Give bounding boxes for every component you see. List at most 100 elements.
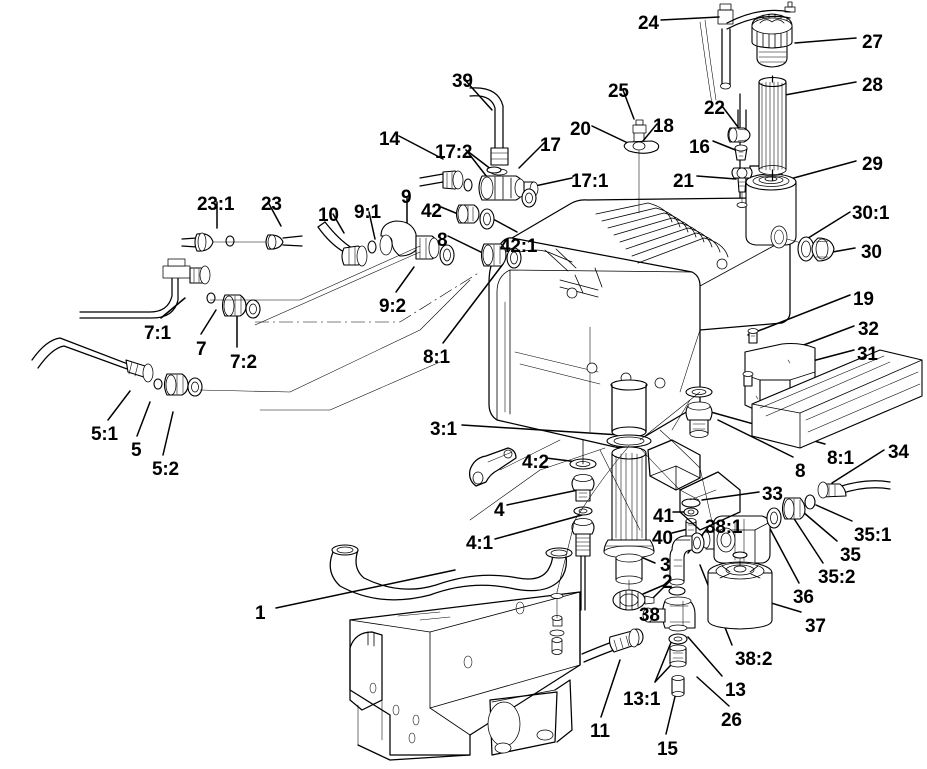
part-17-2-oring-b <box>486 166 502 174</box>
callout-label-17-2: 17:2 <box>435 142 473 163</box>
callout-label-1: 1 <box>255 603 266 624</box>
assembly-alignment-lines <box>469 329 701 593</box>
callout-label-4: 4 <box>494 500 505 521</box>
part-32-bracket <box>742 328 923 449</box>
callout-label-9: 9 <box>401 187 412 208</box>
callout-label-16: 16 <box>689 137 710 158</box>
hose-7-group <box>79 258 261 319</box>
callout-label-19: 19 <box>853 289 874 310</box>
callout-label-8: 8 <box>795 461 806 482</box>
part-5-fitting <box>163 373 189 396</box>
part-23-1-washer <box>225 235 235 247</box>
callout-label-38-1: 38:1 <box>705 517 743 538</box>
callout-label-3-1: 3:1 <box>430 419 457 440</box>
part-19-bolt <box>747 328 759 344</box>
callout-label-7: 7 <box>196 339 207 360</box>
part-14-hose-end <box>419 170 464 190</box>
callout-label-29: 29 <box>862 154 883 175</box>
part-39-tube <box>469 87 509 166</box>
callout-label-9-1: 9:1 <box>354 202 381 223</box>
callout-label-36: 36 <box>793 587 814 608</box>
part-10-hose <box>317 221 368 267</box>
part-38-elbow <box>669 535 693 586</box>
callout-label-9-2: 9:2 <box>379 296 406 317</box>
part-7-1-washer <box>206 292 216 304</box>
callout-label-13: 13 <box>725 680 746 701</box>
part-2-clamp <box>612 589 655 611</box>
callout-label-15: 15 <box>657 739 678 760</box>
callout-label-35-1: 35:1 <box>854 525 892 546</box>
part-37-oil-filter <box>707 554 773 630</box>
callout-label-23-1: 23:1 <box>197 194 235 215</box>
part-16-fitting <box>734 144 748 161</box>
callout-label-34: 34 <box>888 442 909 463</box>
part-36-filter-head <box>689 515 771 564</box>
callout-label-14: 14 <box>379 129 400 150</box>
part-38-2-oring <box>668 586 686 596</box>
callout-label-24: 24 <box>638 13 659 34</box>
part-23-fitting <box>181 232 303 252</box>
callout-label-28: 28 <box>862 75 883 96</box>
part-4-column <box>569 439 597 611</box>
callout-label-27: 27 <box>862 32 883 53</box>
callout-label-3: 3 <box>660 555 671 576</box>
part-33-washer <box>732 551 748 559</box>
callout-label-8-1: 8:1 <box>423 347 450 368</box>
hose-5-group <box>31 337 203 397</box>
callout-label-38-2: 38:2 <box>735 649 773 670</box>
callout-label-38: 38 <box>639 605 660 626</box>
callout-label-5-1: 5:1 <box>91 424 118 445</box>
part-17-tee-fitting <box>478 168 539 208</box>
part-17-2-oring <box>463 178 473 192</box>
callout-label-26: 26 <box>721 710 742 731</box>
callout-label-4-1: 4:1 <box>466 533 493 554</box>
callout-label-40: 40 <box>652 528 673 549</box>
part-35-1-oring <box>804 494 816 510</box>
callout-label-10: 10 <box>318 205 339 226</box>
callout-label-35-2: 35:2 <box>818 567 856 588</box>
callout-label-20: 20 <box>570 119 591 140</box>
callout-label-39: 39 <box>452 71 473 92</box>
part-1-chassis-frame <box>329 544 581 761</box>
callout-label-11: 11 <box>590 721 610 742</box>
part-8-fitting-upper <box>480 243 522 269</box>
callout-label-2: 2 <box>662 572 673 593</box>
callout-label-8: 8 <box>437 230 448 251</box>
callout-label-7-2: 7:2 <box>230 352 257 373</box>
phantom-construction-lines <box>199 245 481 411</box>
part-5-1-washer <box>153 378 163 390</box>
callout-label-8-1: 8:1 <box>827 448 854 469</box>
part-41-washer <box>681 498 701 517</box>
part-30-sight-plug <box>770 225 835 262</box>
tank-filler-riser <box>699 1 797 246</box>
part-21-valve <box>731 167 753 208</box>
callout-label-7-1: 7:1 <box>144 323 171 344</box>
part-24-breather-hose <box>717 1 796 90</box>
part-28-filter-element <box>758 75 787 181</box>
part-18-sender-plate <box>623 119 660 214</box>
part-34-hose <box>817 480 891 499</box>
callout-label-5: 5 <box>131 440 142 461</box>
callout-label-42: 42 <box>421 201 442 222</box>
callout-label-17-1: 17:1 <box>571 171 609 192</box>
callout-label-5-2: 5:2 <box>152 459 179 480</box>
callout-label-23: 23 <box>261 194 282 215</box>
callout-label-33: 33 <box>762 484 783 505</box>
callout-label-30: 30 <box>861 242 882 263</box>
part-7-fitting <box>221 294 247 317</box>
callout-label-18: 18 <box>653 116 674 137</box>
callout-label-42-1: 42:1 <box>500 236 538 257</box>
part-27-filler-cap <box>751 13 793 68</box>
part-8-fitting-lower <box>685 386 713 438</box>
callout-label-13-1: 13:1 <box>623 689 661 710</box>
callout-label-41: 41 <box>653 506 674 527</box>
part-35-fitting <box>781 497 806 520</box>
callout-label-4-2: 4:2 <box>522 452 549 473</box>
callout-label-25: 25 <box>608 81 629 102</box>
callout-label-17: 17 <box>540 135 561 156</box>
callout-label-22: 22 <box>704 98 725 119</box>
callout-label-32: 32 <box>858 319 879 340</box>
part-11-hose <box>581 628 640 663</box>
